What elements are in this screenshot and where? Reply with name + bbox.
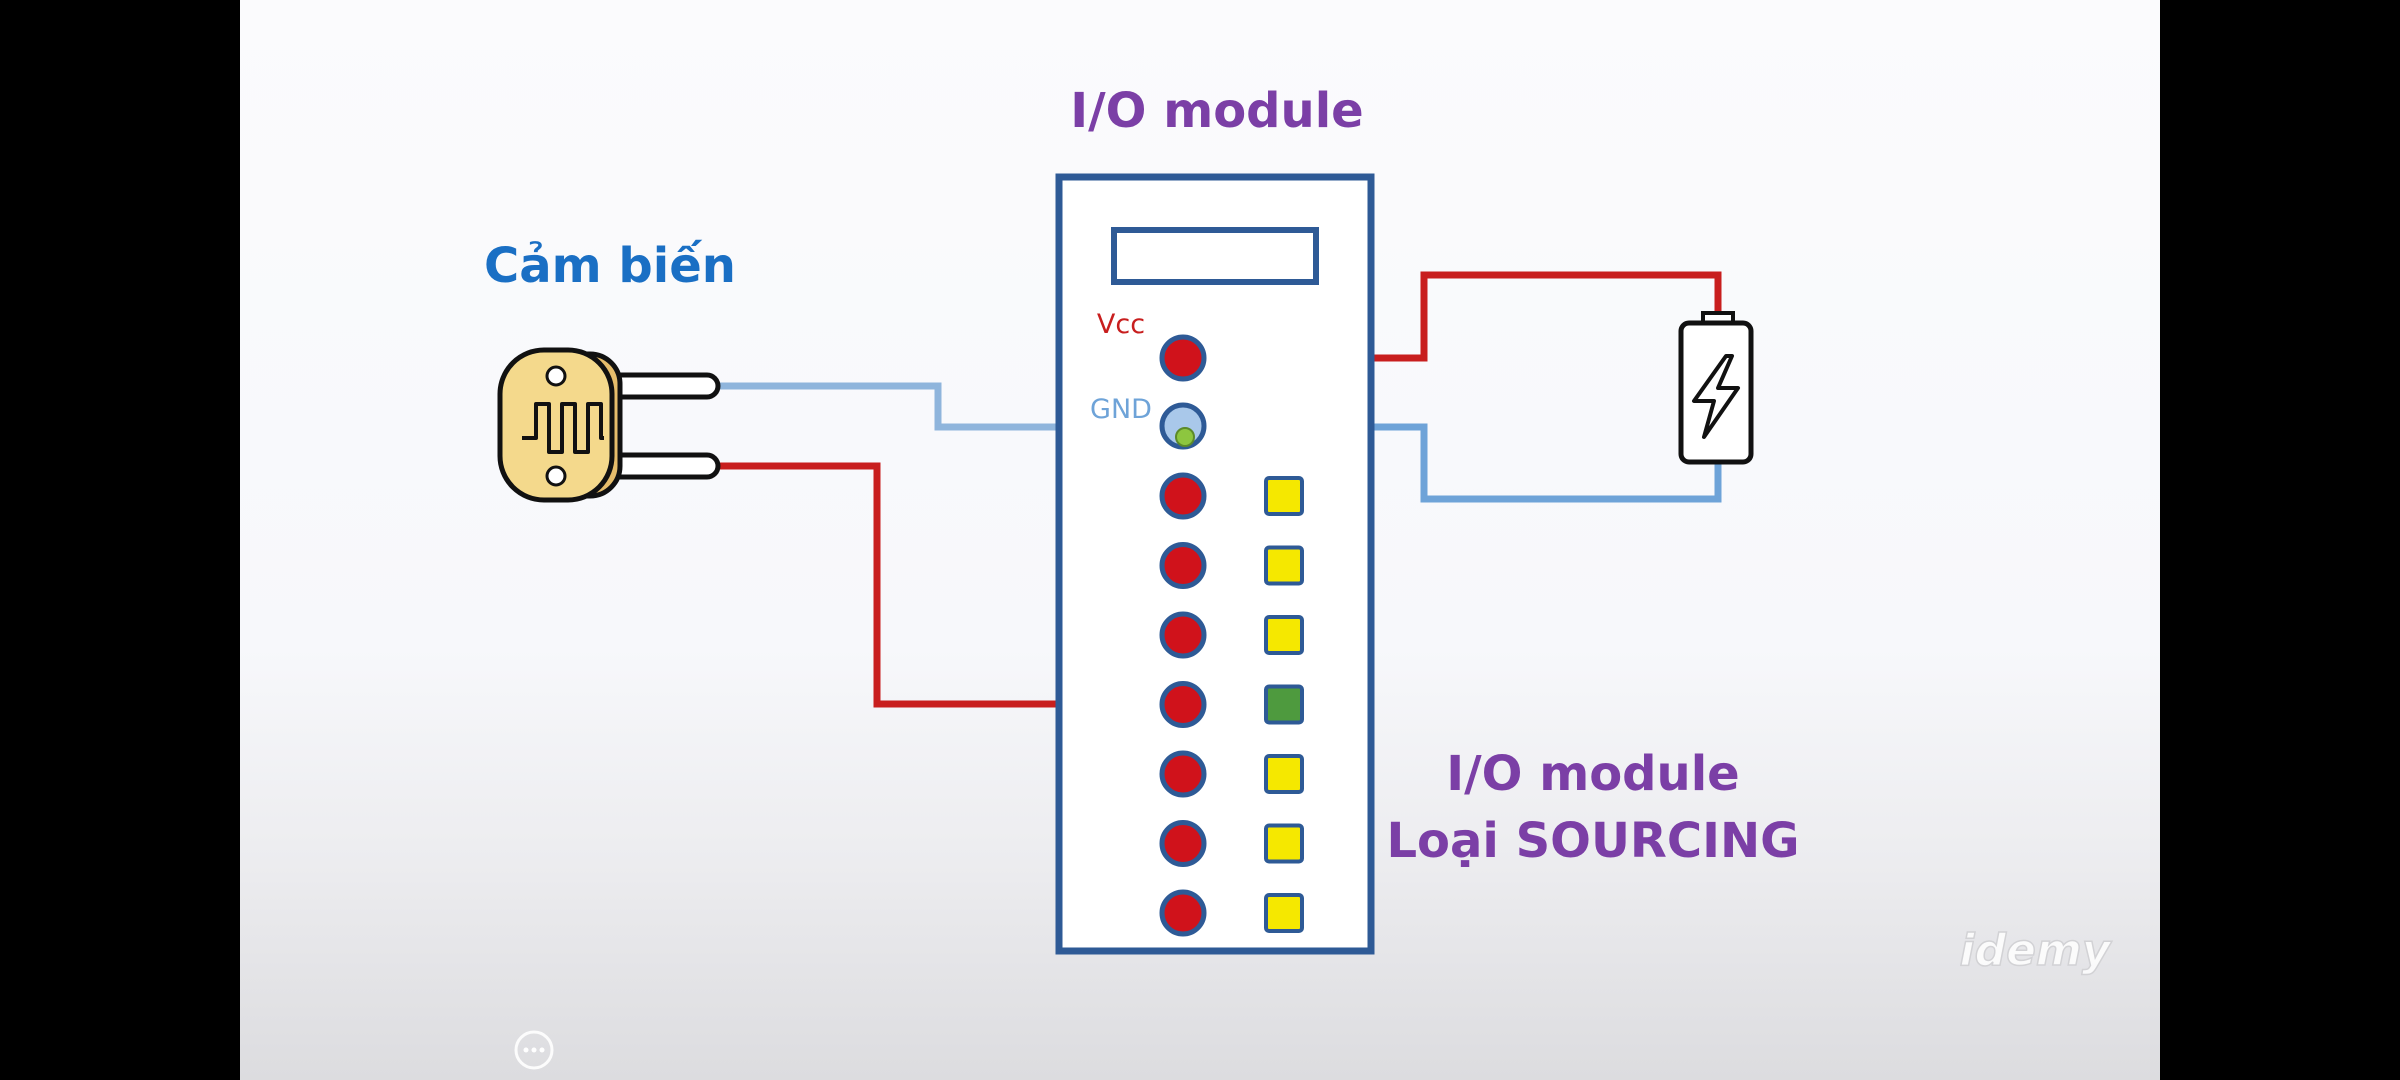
module-type-line2: Loại SOURCING — [1386, 813, 1799, 869]
ellipsis-icon[interactable] — [514, 1030, 554, 1070]
indicator-led-2 — [1264, 545, 1304, 586]
indicator-led-6 — [1264, 823, 1304, 864]
gnd-label: GND — [1090, 394, 1152, 425]
input-terminal-4 — [1159, 681, 1207, 728]
sensor-label: Cảm biến — [484, 238, 736, 294]
input-terminals — [1159, 472, 1207, 937]
indicator-led-5 — [1264, 754, 1304, 794]
battery-icon — [1678, 311, 1754, 465]
input-terminal-7 — [1159, 889, 1207, 937]
indicator-squares — [1264, 476, 1304, 933]
indicator-led-7 — [1264, 893, 1304, 933]
watermark-logo: idemy — [1960, 925, 2113, 976]
input-terminal-1 — [1159, 472, 1207, 520]
diagram-title: I/O module — [1070, 83, 1363, 139]
vcc-label: Vcc — [1097, 309, 1145, 340]
module-display — [1111, 227, 1319, 285]
input-terminal-5 — [1159, 750, 1207, 798]
indicator-led-4 — [1264, 684, 1304, 725]
io-module-box — [1055, 173, 1375, 955]
gnd-terminal-dot — [1175, 427, 1195, 447]
sensor-input-wire — [718, 462, 1184, 708]
photoresistor-icon — [497, 347, 721, 503]
vcc-terminal — [1159, 334, 1207, 382]
indicator-led-3 — [1264, 615, 1304, 655]
indicator-led-1 — [1264, 476, 1304, 516]
input-terminal-3 — [1159, 611, 1207, 659]
module-type-line1: I/O module — [1446, 746, 1739, 802]
input-terminal-2 — [1159, 542, 1207, 589]
input-terminal-6 — [1159, 820, 1207, 867]
